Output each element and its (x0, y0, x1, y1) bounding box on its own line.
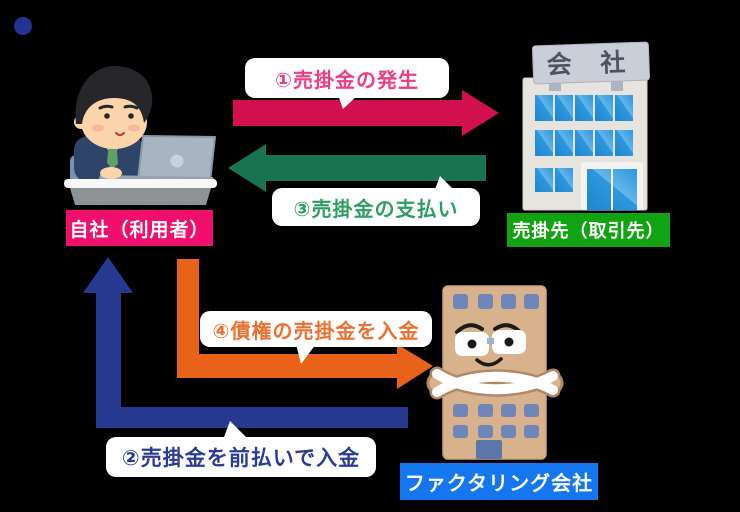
eye-left (104, 113, 110, 119)
arrow-receivable-occurs (233, 90, 499, 136)
flow2-bubble: ②売掛金を前払いで入金 (106, 437, 376, 477)
desk-top (64, 179, 217, 188)
bubble2-tail (224, 421, 246, 437)
windows-row-2 (535, 130, 633, 156)
client-label: 売掛先（取引先） (507, 213, 670, 247)
company-sign (531, 41, 651, 85)
eyebrow-right (123, 104, 139, 110)
factoring-windows-bottom (453, 404, 539, 438)
flow4-bubble: ④債権の売掛金を入金 (200, 311, 432, 347)
flow3-bubble: ③売掛金の支払い (272, 188, 480, 226)
factoring-door (476, 440, 502, 459)
arrow-purchased-receivable-deposit (177, 259, 433, 389)
blush-left (92, 124, 104, 132)
face (81, 95, 147, 149)
flow4-label: ④債権の売掛金を入金 (212, 318, 420, 343)
flow2-label: ②売掛金を前払いで入金 (121, 446, 361, 470)
factoring-eyebrow-left (455, 323, 484, 334)
flow3-label: ③売掛金の支払い (293, 196, 459, 221)
factoring-eye-right (504, 337, 514, 347)
bullet-dot (14, 17, 32, 35)
factoring-label: ファクタリング会社 (400, 463, 598, 500)
laptop-logo (170, 154, 184, 168)
flow1-label: ①売掛金の発生 (275, 67, 419, 92)
crossed-arms (426, 366, 564, 400)
mouth (114, 131, 126, 137)
bubble1-tail (338, 95, 358, 109)
desk-front (70, 188, 211, 205)
hand (100, 167, 122, 179)
windows-row-3 (535, 168, 573, 192)
factoring-windows-top (453, 294, 539, 309)
glasses-bridge (487, 338, 494, 344)
company-sign-text: 会 社 (546, 47, 636, 79)
user-at-laptop-illustration (64, 65, 217, 205)
factoring-eye-left (467, 339, 477, 349)
windows-row-1 (535, 95, 633, 121)
blush-right (128, 124, 140, 132)
arrow-receivable-payment (228, 144, 486, 192)
user-label: 自社（利用者） (66, 210, 213, 246)
factoring-building-character (426, 285, 564, 460)
eye-right (128, 113, 134, 119)
hair (75, 65, 153, 124)
arrow-prepayment-deposit (83, 257, 408, 428)
flow1-bubble: ①売掛金の発生 (245, 58, 449, 98)
factoring-smile (475, 357, 503, 367)
bubble4-tail (296, 344, 316, 364)
client-building-illustration: 会 社 (522, 41, 651, 211)
eyebrow-left (98, 104, 114, 110)
